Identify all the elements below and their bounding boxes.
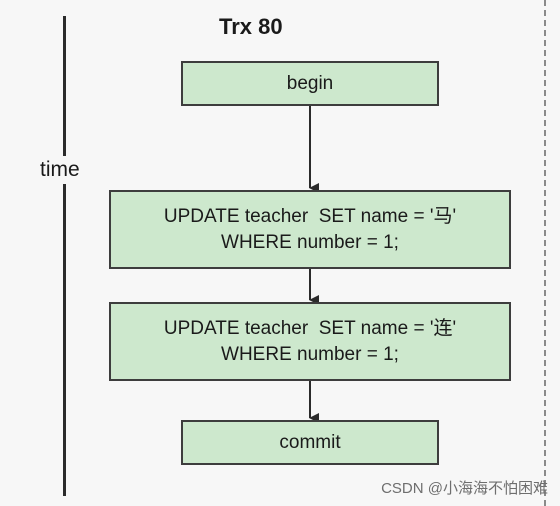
update-step-1-line-2: WHERE number = 1; [221, 231, 399, 253]
time-axis-label: time [38, 156, 82, 184]
update-step-1-box: UPDATE teacher SET name = '马' WHERE numb… [109, 190, 511, 269]
dashed-border [544, 0, 546, 506]
update-step-1-line-1: UPDATE teacher SET name = '马' [163, 205, 457, 227]
commit-step-label: commit [279, 431, 341, 453]
timeline-axis [63, 16, 66, 496]
begin-step-label: begin [286, 72, 334, 94]
update-step-2-line-1: UPDATE teacher SET name = '连' [163, 317, 457, 339]
watermark: CSDN @小海海不怕困难 [381, 480, 548, 497]
transaction-title: Trx 80 [219, 14, 283, 39]
update-step-2-box: UPDATE teacher SET name = '连' WHERE numb… [109, 302, 511, 381]
update-step-2-line-2: WHERE number = 1; [221, 343, 399, 365]
commit-step-box: commit [181, 420, 439, 465]
begin-step-box: begin [181, 61, 439, 106]
